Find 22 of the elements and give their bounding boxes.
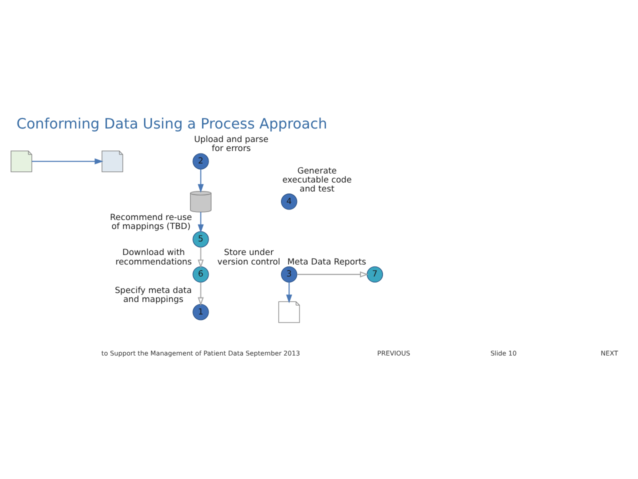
arrow xyxy=(32,158,104,164)
node-label: Download with recommendations xyxy=(115,246,192,266)
arrow xyxy=(198,246,204,268)
node-circle: 5 xyxy=(192,230,209,247)
node-circle: 6 xyxy=(192,266,209,282)
node-circle: 3 xyxy=(281,266,298,282)
node-label: Specify meta data and mappings xyxy=(114,284,192,304)
arrow xyxy=(198,282,204,306)
arrow xyxy=(296,270,369,277)
arrow xyxy=(198,168,204,192)
node-label: Meta Data Reports xyxy=(287,256,366,266)
node-label: Generate executable code and test xyxy=(282,164,352,194)
node-label: Store under version control xyxy=(217,246,280,266)
arrow xyxy=(286,282,292,303)
node-label: Recommend re-use of mappings (TBD) xyxy=(110,212,192,231)
node-label: Upload and parse for errors xyxy=(194,134,268,153)
node-circle: 7 xyxy=(366,266,383,282)
node-circle: 4 xyxy=(281,193,298,210)
arrow xyxy=(198,212,204,232)
node-circle: 2 xyxy=(192,152,209,169)
diagram-title: Conforming Data Using a Process Approach xyxy=(16,116,328,132)
node-circle: 1 xyxy=(192,304,209,320)
